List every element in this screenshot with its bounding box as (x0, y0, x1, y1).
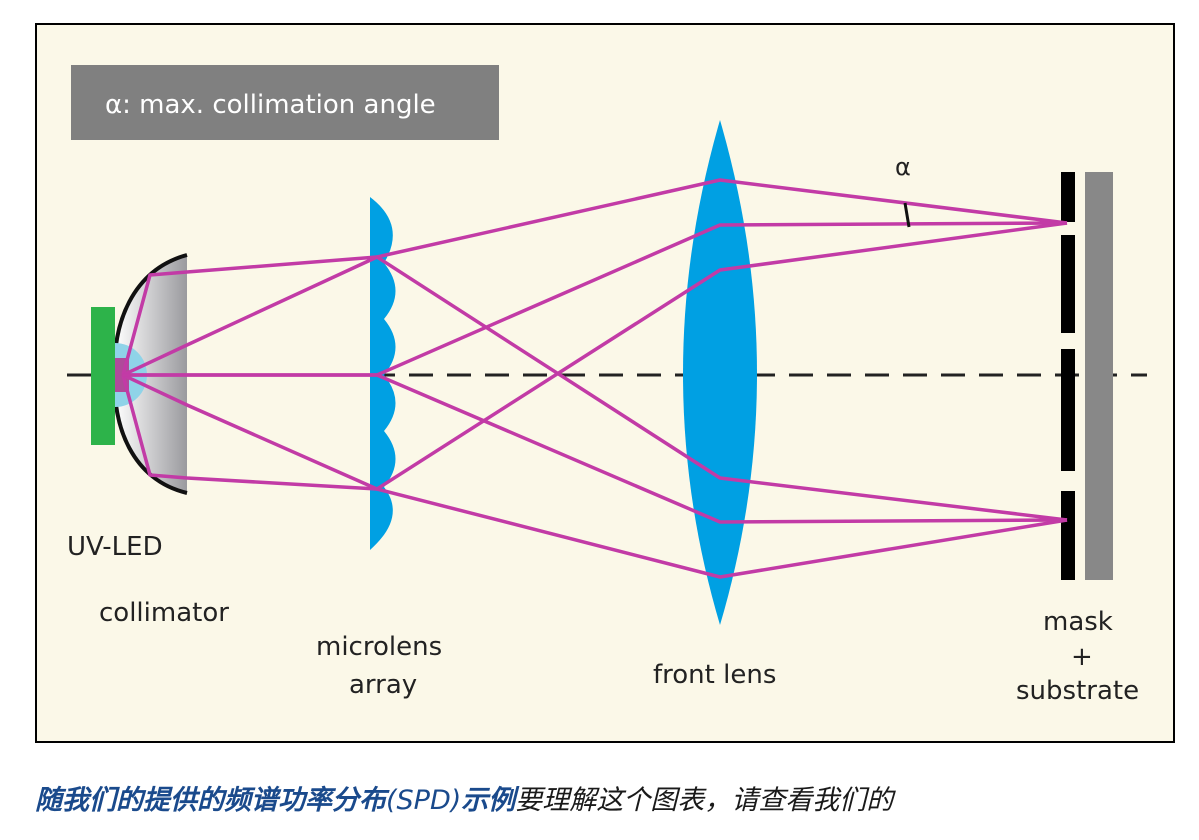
alpha-mark (903, 202, 911, 228)
front-lens (683, 120, 757, 625)
collimator-label: collimator (99, 598, 229, 628)
mask-label-line3: substrate (1016, 676, 1139, 706)
mask-segment-1 (1061, 172, 1075, 222)
alpha-label: α (895, 153, 911, 181)
microlens-label-line1: microlens (316, 632, 442, 662)
caption-bold-2: 示例 (461, 785, 516, 816)
legend-box (71, 65, 499, 140)
legend-text: α: max. collimation angle (105, 90, 436, 120)
ray (122, 255, 1068, 522)
light-rays (121, 178, 1068, 579)
ray (122, 221, 1068, 491)
uv-led-label: UV-LED (67, 532, 163, 562)
ray (121, 178, 1068, 376)
ray (121, 374, 1068, 579)
mask-segment-3 (1061, 349, 1075, 471)
caption-rest: 要理解这个图表，请查看我们的 (515, 785, 894, 816)
diagram-frame: α: max. collimation angle (35, 23, 1175, 743)
optics-diagram: α: max. collimation angle (67, 65, 1147, 706)
ray (123, 373, 1068, 524)
mask-segment-2 (1061, 235, 1075, 333)
led-board (91, 307, 115, 445)
mask-label-line1: mask (1043, 607, 1113, 637)
microlens-label-line2: array (349, 670, 417, 700)
ray (123, 221, 1068, 377)
caption-bold: 随我们的提供的频谱功率分布 (35, 785, 386, 816)
caption-spd-link[interactable]: (SPD) (386, 785, 462, 816)
substrate (1085, 172, 1113, 580)
front-lens-label: front lens (653, 660, 776, 690)
mask-label-line2: + (1071, 642, 1093, 672)
mask-segment-4 (1061, 491, 1075, 580)
caption: 随我们的提供的频谱功率分布(SPD)示例要理解这个图表，请查看我们的 (35, 776, 1175, 826)
